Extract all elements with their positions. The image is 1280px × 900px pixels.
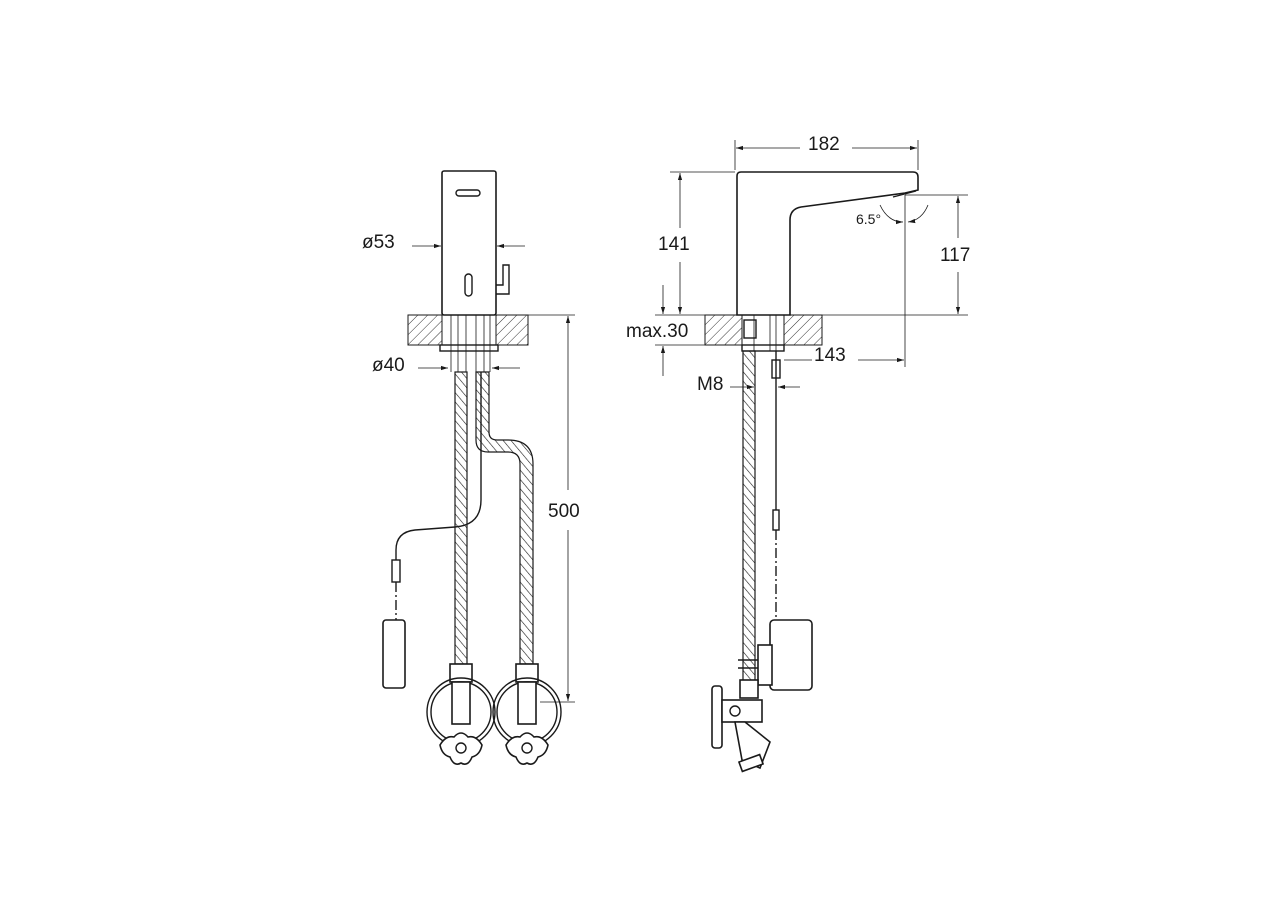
- battery-box: [382, 619, 406, 689]
- sensor-cable: [395, 372, 482, 560]
- dim-spout-angle: 6.5°: [856, 211, 881, 227]
- dim-spout-reach: 143: [814, 345, 846, 366]
- faucet-body: [441, 170, 497, 316]
- battery-box: [769, 619, 813, 691]
- side-view: 182 141 117 6.5° max.30 143 M8: [626, 134, 970, 773]
- shank: [450, 315, 491, 372]
- countertop-right: [783, 314, 823, 346]
- dim-thread: M8: [697, 374, 723, 395]
- hose-right: [475, 371, 534, 665]
- dim-spout-length: 182: [808, 134, 840, 155]
- countertop-right: [495, 314, 529, 346]
- dim-hose-length: 500: [548, 501, 580, 522]
- dim-spout-height: 117: [940, 245, 970, 266]
- indicator-slot: [464, 273, 473, 297]
- countertop-left: [407, 314, 443, 346]
- sensor-window: [455, 189, 481, 197]
- lever: [496, 264, 510, 295]
- hose: [742, 350, 756, 682]
- dim-max-countertop: max.30: [626, 321, 688, 342]
- faucet-body-side: [736, 171, 919, 316]
- front-view: ø53 ø40 500: [362, 170, 580, 765]
- dim-body-diameter: ø53: [362, 232, 395, 253]
- dim-total-height: 141: [658, 234, 690, 255]
- hose-left: [454, 371, 468, 665]
- angle-valve-right: [492, 663, 562, 765]
- angle-valve-left: [426, 663, 496, 765]
- angle-valve-side: [711, 679, 771, 773]
- countertop-left: [704, 314, 743, 346]
- dim-shank-diameter: ø40: [372, 355, 405, 376]
